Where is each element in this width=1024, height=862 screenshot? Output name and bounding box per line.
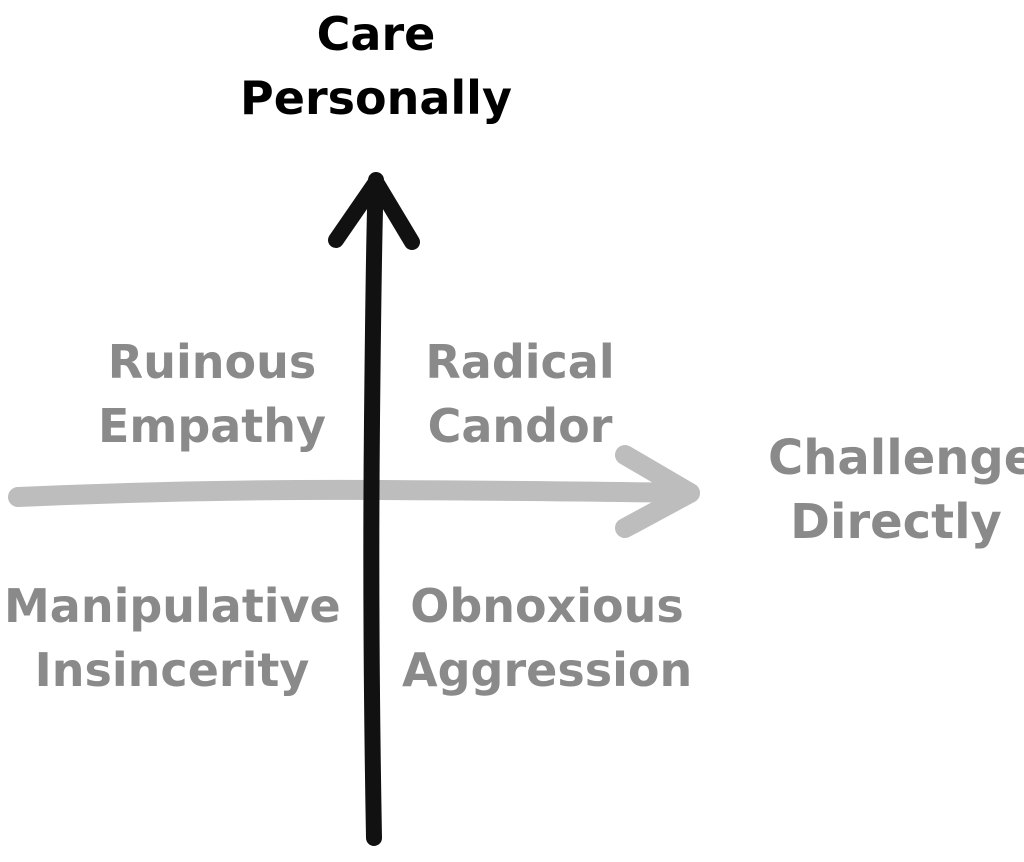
quadrant-bottom-right-line1: Obnoxious bbox=[410, 579, 684, 633]
vertical-axis-arrow bbox=[328, 172, 420, 846]
quadrant-top-left-line2: Empathy bbox=[97, 399, 327, 453]
vertical-axis-arrowhead bbox=[328, 174, 420, 250]
horizontal-axis-title: Challenge Directly bbox=[768, 426, 1024, 554]
horizontal-axis-arrow bbox=[8, 445, 700, 538]
quadrant-top-right-line2: Candor bbox=[427, 399, 613, 453]
quadrant-radical-candor: Radical Candor bbox=[420, 330, 620, 458]
vertical-axis-title-line1: Care bbox=[316, 7, 436, 61]
quadrant-top-right-line1: Radical bbox=[425, 335, 615, 389]
horizontal-axis-title-line1: Challenge bbox=[768, 430, 1024, 486]
quadrant-obnoxious-aggression: Obnoxious Aggression bbox=[402, 574, 692, 702]
vertical-axis-title: Care Personally bbox=[236, 2, 516, 130]
quadrant-manipulative-insincerity: Manipulative Insincerity bbox=[4, 574, 341, 702]
vertical-axis-title-line2: Personally bbox=[240, 71, 512, 125]
horizontal-axis-title-line2: Directly bbox=[790, 494, 1002, 550]
quadrant-bottom-right-line2: Aggression bbox=[402, 643, 693, 697]
vertical-axis-line bbox=[363, 172, 384, 846]
horizontal-axis-line bbox=[8, 479, 700, 507]
quadrant-top-left-line1: Ruinous bbox=[107, 335, 317, 389]
quadrant-bottom-left-line2: Insincerity bbox=[34, 643, 310, 697]
quadrant-ruinous-empathy: Ruinous Empathy bbox=[96, 330, 328, 458]
quadrant-bottom-left-line1: Manipulative bbox=[4, 579, 341, 633]
horizontal-axis-arrowhead bbox=[615, 445, 700, 538]
